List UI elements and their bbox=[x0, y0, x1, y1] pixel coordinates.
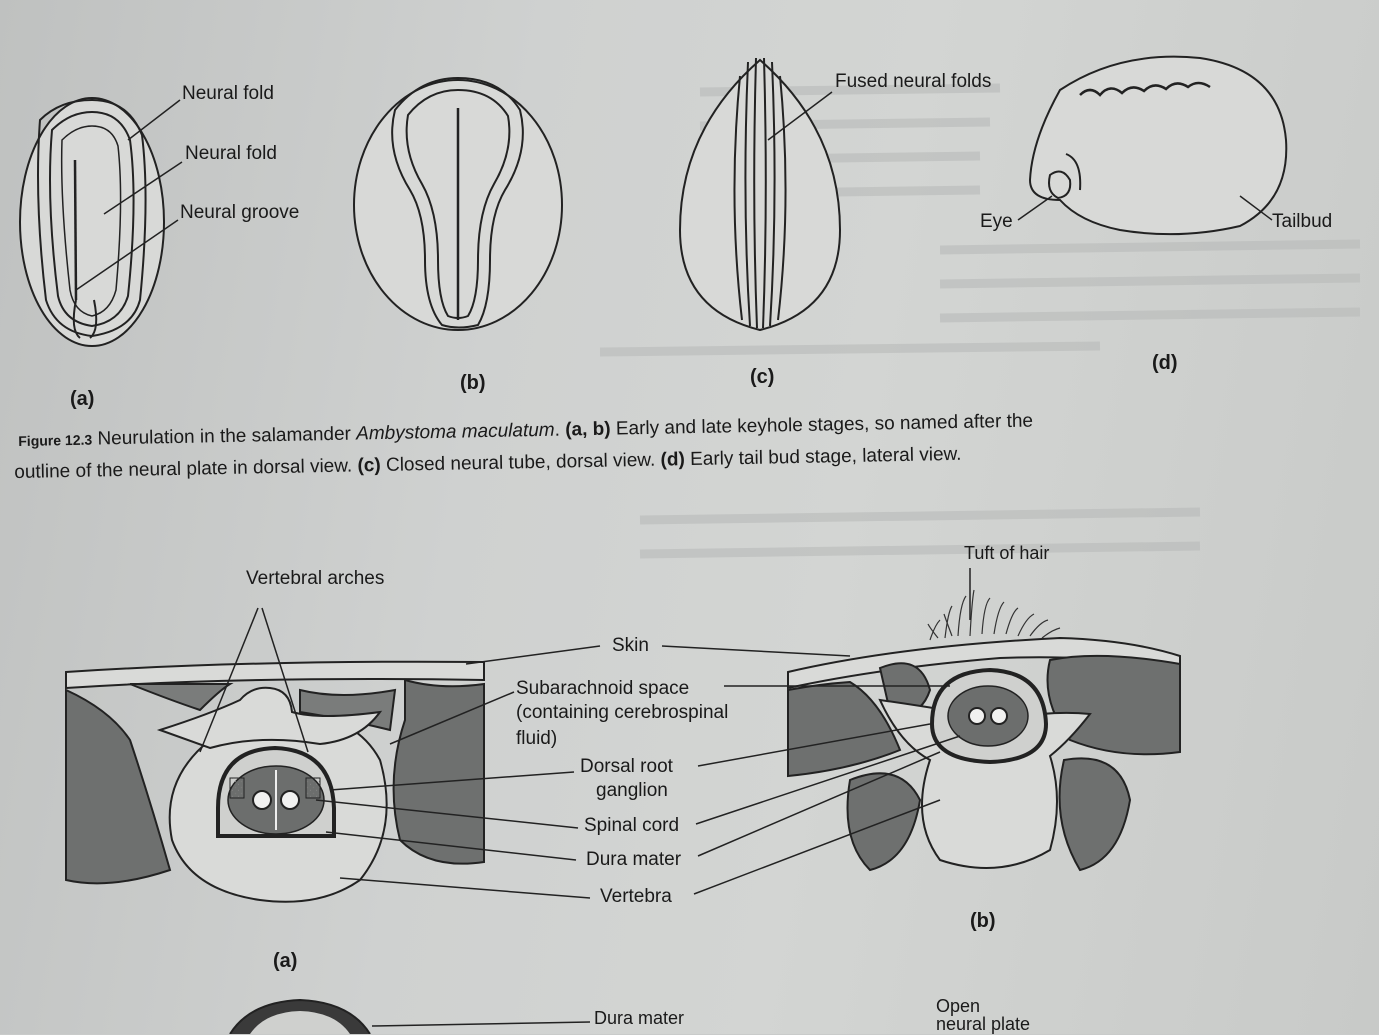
label-neural-fold: Neural fold bbox=[182, 83, 274, 104]
label-dura-mater: Dura mater bbox=[586, 849, 682, 870]
panel-label-a: (a) bbox=[70, 388, 95, 410]
figure-number: Figure 12.3 bbox=[18, 431, 93, 449]
label-subarachnoid-csf: (containing cerebrospinal bbox=[516, 702, 729, 723]
caption-c: (c) bbox=[357, 454, 381, 477]
caption-d-text: Early tail bud stage, lateral view. bbox=[684, 443, 962, 471]
label-neural-fold-inner: Neural fold bbox=[185, 143, 277, 164]
label-spinal-cord: Spinal cord bbox=[584, 815, 680, 836]
panel-label-bottom-b: (b) bbox=[970, 910, 996, 932]
label-vertebral-arches: Vertebral arches bbox=[246, 568, 385, 589]
caption-line2-start: outline of the neural plate in dorsal vi… bbox=[14, 455, 358, 483]
caption-ab: (a, b) bbox=[565, 418, 611, 441]
label-eye: Eye bbox=[980, 211, 1013, 232]
next-figure-fragment bbox=[229, 998, 591, 1034]
cross-section-b bbox=[787, 568, 1181, 872]
label-fused-neural-folds: Fused neural folds bbox=[835, 71, 992, 92]
panel-label-b: (b) bbox=[460, 372, 486, 394]
label-tuft-of-hair: Tuft of hair bbox=[964, 543, 1050, 563]
panel-label-d: (d) bbox=[1152, 352, 1178, 374]
label-ganglion: ganglion bbox=[596, 780, 668, 801]
panel-label-c: (c) bbox=[750, 366, 775, 388]
caption-d: (d) bbox=[660, 449, 686, 471]
embryo-a bbox=[19, 97, 183, 347]
label-tailbud: Tailbud bbox=[1272, 211, 1333, 232]
label-open: Open bbox=[936, 996, 981, 1016]
label-subarachnoid-fluid: fluid) bbox=[516, 728, 558, 749]
leader-lines bbox=[315, 645, 961, 899]
embryo-d bbox=[1017, 55, 1288, 236]
label-skin: Skin bbox=[612, 635, 649, 656]
caption-ab-text: Early and late keyhole stages, so named … bbox=[610, 410, 1034, 440]
label-next-dura-mater: Dura mater bbox=[594, 1008, 685, 1028]
label-neural-plate: neural plate bbox=[936, 1014, 1031, 1034]
caption-species: Ambystoma maculatum bbox=[355, 419, 555, 445]
caption-after-species: . bbox=[554, 419, 566, 441]
label-vertebra: Vertebra bbox=[600, 886, 672, 907]
label-subarachnoid-space: Subarachnoid space bbox=[516, 678, 690, 699]
label-neural-groove: Neural groove bbox=[180, 202, 300, 223]
panel-label-bottom-a: (a) bbox=[273, 950, 298, 972]
cross-section-a bbox=[65, 607, 485, 903]
embryo-b bbox=[353, 76, 563, 331]
label-dorsal-root: Dorsal root bbox=[580, 756, 673, 777]
embryo-c bbox=[678, 57, 842, 332]
caption-lead: Neurulation in the salamander bbox=[91, 423, 357, 450]
caption-c-text: Closed neural tube, dorsal view. bbox=[380, 449, 661, 476]
